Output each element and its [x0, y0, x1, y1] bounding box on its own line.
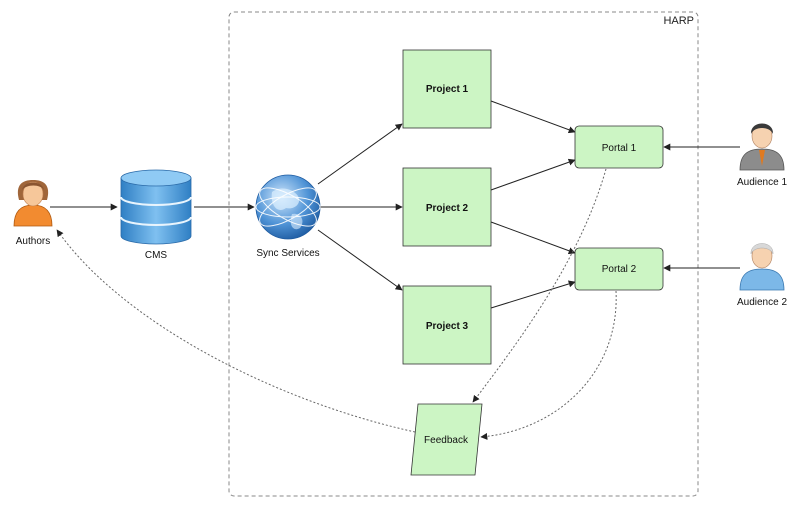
- cms-node: CMS: [120, 169, 192, 261]
- project3-node: Project 3: [402, 285, 492, 365]
- edge-project3-portal2: [490, 280, 576, 309]
- authors-label: Authors: [16, 236, 50, 247]
- portal2-node: Portal 2: [574, 247, 664, 291]
- cms-label: CMS: [145, 250, 168, 261]
- project3-label: Project 3: [426, 321, 469, 332]
- project1-label: Project 1: [426, 84, 469, 95]
- edge-sync-project1: [317, 123, 403, 185]
- project2-label: Project 2: [426, 203, 469, 214]
- person-icon: [13, 180, 53, 227]
- feedback-connectors: [56, 168, 617, 440]
- audience1-actor: Audience 1: [737, 123, 787, 188]
- authors-actor: Authors: [13, 180, 53, 247]
- person-icon: [739, 123, 785, 171]
- edge-portal2-feedback: [480, 290, 617, 440]
- audience1-label: Audience 1: [737, 177, 787, 188]
- harp-container: HARP: [228, 11, 699, 497]
- edge-feedback-authors: [56, 229, 416, 433]
- connectors: [50, 100, 740, 309]
- sync-node: Sync Services: [255, 174, 321, 259]
- harp-title: HARP: [663, 15, 694, 27]
- person-icon: [739, 243, 785, 291]
- feedback-node: Feedback: [410, 403, 483, 476]
- edge-project2-portal2: [490, 221, 576, 255]
- audience2-actor: Audience 2: [737, 243, 787, 308]
- globe-icon: [255, 174, 321, 240]
- project1-node: Project 1: [402, 49, 492, 129]
- edge-project2-portal1: [490, 158, 576, 191]
- feedback-label: Feedback: [424, 435, 469, 446]
- portal1-node: Portal 1: [574, 125, 664, 169]
- audience2-label: Audience 2: [737, 297, 787, 308]
- portal2-label: Portal 2: [602, 264, 637, 275]
- portal1-label: Portal 1: [602, 143, 637, 154]
- sync-label: Sync Services: [256, 248, 319, 259]
- edge-project1-portal1: [490, 100, 576, 134]
- edge-portal1-feedback: [472, 168, 607, 403]
- edge-sync-project3: [317, 229, 403, 291]
- project2-node: Project 2: [402, 167, 492, 247]
- database-icon: [120, 169, 192, 245]
